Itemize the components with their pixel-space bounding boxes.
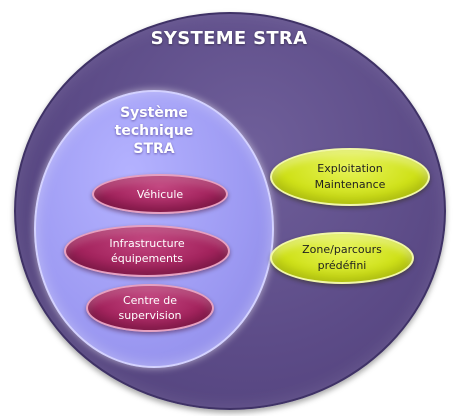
- component-label: supervision: [118, 309, 182, 322]
- external-zone-route: Zone/parcours prédéfini: [270, 232, 414, 284]
- component-vehicle: Véhicule: [92, 174, 228, 214]
- component-label: équipements: [110, 252, 184, 265]
- external-label: prédéfini: [317, 259, 367, 272]
- system-title: SYSTEME STRA: [150, 28, 308, 49]
- external-label: Exploitation: [317, 162, 383, 175]
- technical-system-title-line: STRA: [133, 141, 175, 157]
- component-supervision-center: Centre de supervision: [86, 284, 214, 332]
- external-label: Maintenance: [314, 178, 386, 191]
- component-label: Centre de: [122, 294, 178, 307]
- technical-system-title-line: technique: [114, 123, 194, 139]
- component-label: Infrastructure: [109, 237, 185, 250]
- external-label: Zone/parcours: [302, 243, 382, 256]
- external-operation-maintenance: Exploitation Maintenance: [270, 148, 430, 206]
- component-label: Véhicule: [136, 187, 184, 201]
- component-infrastructure: Infrastructure équipements: [64, 225, 230, 277]
- technical-system-title-line: Système: [120, 105, 188, 121]
- technical-system-title: Système technique STRA: [34, 104, 274, 158]
